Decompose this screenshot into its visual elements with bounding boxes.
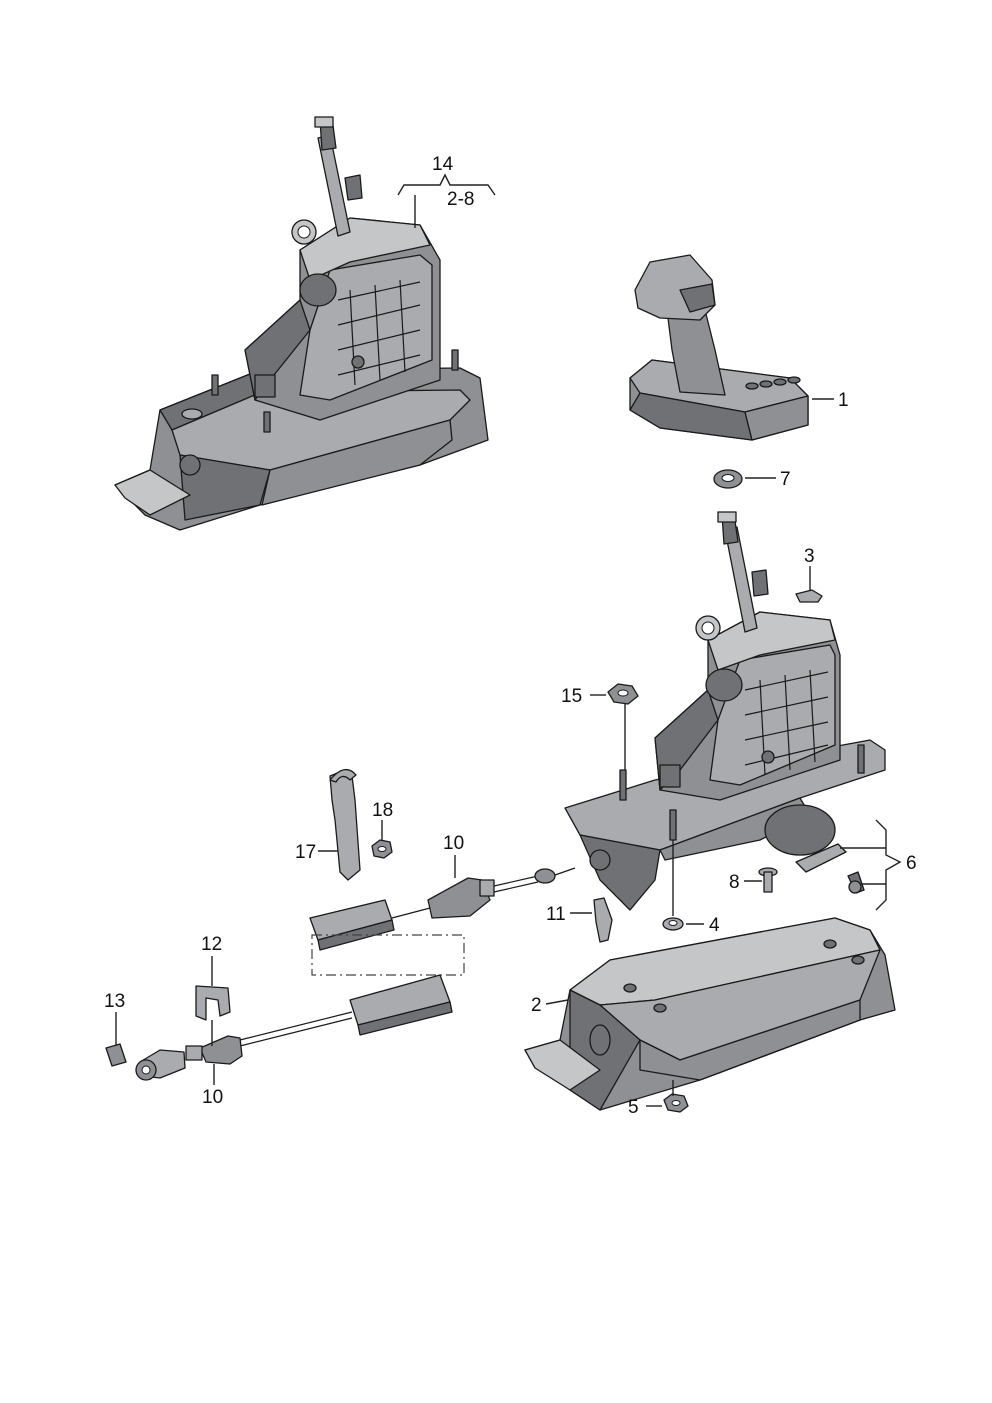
clip-part-3 bbox=[795, 589, 823, 603]
bracket-and-screw-part-6 bbox=[795, 843, 865, 894]
label-12: 12 bbox=[201, 934, 222, 955]
label-11: 11 bbox=[546, 904, 566, 925]
callout-labels: 14 2-8 1 7 3 15 6 8 4 5 2 10 11 17 18 12… bbox=[104, 154, 917, 1118]
leader-lines bbox=[115, 173, 902, 1107]
nut-part-5 bbox=[663, 1093, 689, 1113]
label-15: 15 bbox=[561, 686, 582, 707]
clip-nut-part-13 bbox=[105, 1043, 127, 1067]
washer-part-4 bbox=[662, 917, 684, 931]
label-3: 3 bbox=[804, 546, 815, 567]
label-18: 18 bbox=[372, 800, 393, 821]
label-5: 5 bbox=[628, 1097, 639, 1118]
label-13: 13 bbox=[104, 991, 125, 1012]
bolt-part-8 bbox=[758, 867, 778, 893]
label-2: 2 bbox=[531, 995, 542, 1016]
clip-part-11 bbox=[593, 897, 613, 943]
hex-nut-part-15 bbox=[607, 683, 639, 705]
bracket-part-17 bbox=[329, 768, 361, 881]
washer-part-7 bbox=[713, 469, 743, 489]
label-6: 6 bbox=[906, 853, 917, 874]
label-14: 14 bbox=[432, 154, 454, 175]
lower-housing-part-2 bbox=[524, 917, 896, 1111]
clip-part-12 bbox=[195, 985, 231, 1021]
label-14-range: 2-8 bbox=[447, 189, 474, 210]
label-10-bottom: 10 bbox=[202, 1087, 223, 1108]
label-17: 17 bbox=[295, 842, 316, 863]
label-7: 7 bbox=[780, 469, 791, 490]
label-10-top: 10 bbox=[443, 833, 464, 854]
gear-knob-with-cover bbox=[629, 254, 809, 441]
selector-cable-part-10 bbox=[135, 867, 576, 1081]
label-8: 8 bbox=[729, 872, 740, 893]
label-1: 1 bbox=[838, 390, 849, 411]
gear-selector-assembly-complete bbox=[114, 116, 489, 531]
selector-mechanism-exploded bbox=[564, 511, 886, 911]
nut-part-18 bbox=[371, 839, 393, 859]
label-4: 4 bbox=[709, 915, 720, 936]
